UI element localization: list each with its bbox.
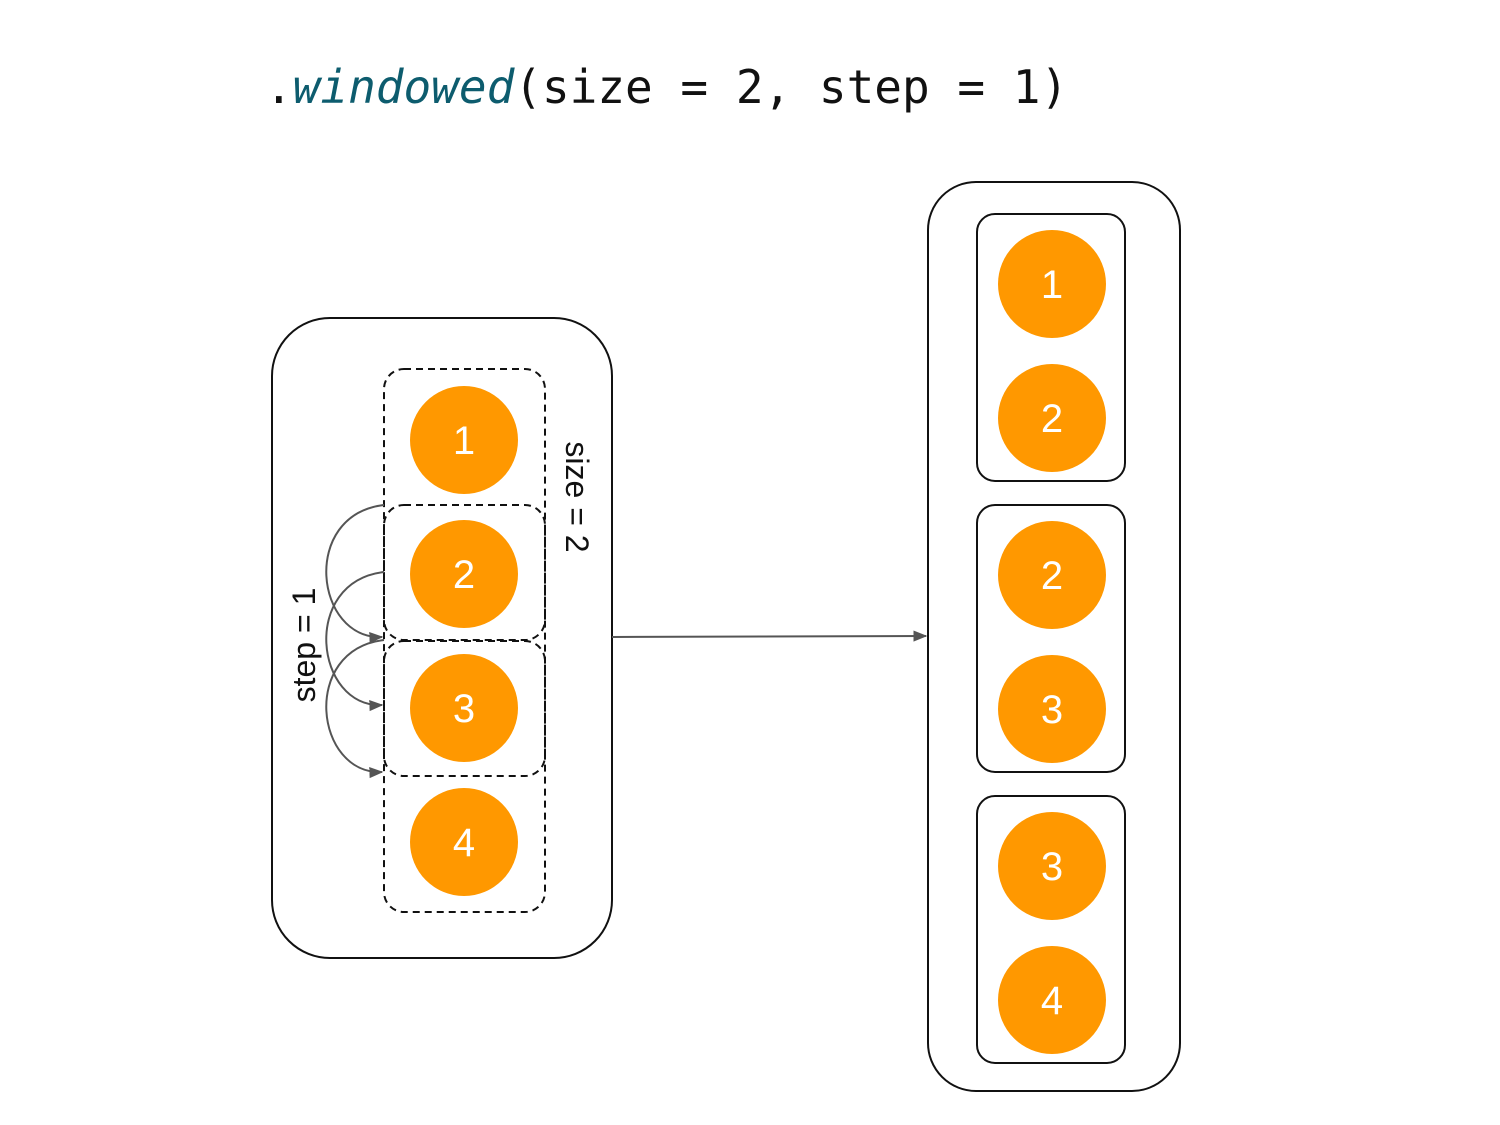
input-item-3: 3 <box>410 654 518 762</box>
code-title: .windowed(size = 2, step = 1) <box>265 60 1068 114</box>
input-item-1-label: 1 <box>453 419 475 463</box>
output-window-1-item-1-label: 1 <box>1041 263 1063 307</box>
title-function: windowed <box>293 60 516 114</box>
input-item-2: 2 <box>410 520 518 628</box>
transform-arrow <box>611 630 928 642</box>
step-arc-1 <box>325 504 385 644</box>
output-window-3-item-1: 3 <box>998 812 1106 920</box>
title-args: (size = 2, step = 1) <box>514 60 1068 114</box>
output-collection <box>927 181 1181 1092</box>
output-window-2-item-1-circle <box>998 521 1106 629</box>
output-window-3-item-1-circle <box>998 812 1106 920</box>
output-window-3-item-1-label: 3 <box>1041 845 1063 889</box>
input-item-4: 4 <box>410 788 518 896</box>
output-window-2-item-2: 3 <box>998 655 1106 763</box>
step-label: step = 1 <box>286 588 322 703</box>
input-item-2-circle <box>410 520 518 628</box>
input-item-3-circle <box>410 654 518 762</box>
input-item-3-label: 3 <box>453 687 475 731</box>
output-window-2-item-2-circle <box>998 655 1106 763</box>
step-arc-2 <box>325 571 385 712</box>
input-item-1-circle <box>410 386 518 494</box>
output-window-3-item-2: 4 <box>998 946 1106 1054</box>
output-window-3 <box>976 795 1126 1064</box>
output-window-1-item-2: 2 <box>998 364 1106 472</box>
output-window-1-item-1: 1 <box>998 230 1106 338</box>
step-arc-3 <box>325 639 385 779</box>
input-item-1: 1 <box>410 386 518 494</box>
size-label: size = 2 <box>559 441 595 552</box>
input-collection <box>271 317 613 959</box>
output-window-2-item-2-label: 3 <box>1041 688 1063 732</box>
output-window-3-item-2-circle <box>998 946 1106 1054</box>
input-item-4-circle <box>410 788 518 896</box>
input-item-2-label: 2 <box>453 553 475 597</box>
output-window-1-item-2-label: 2 <box>1041 397 1063 441</box>
input-items: 1 2 3 4 <box>410 386 518 896</box>
output-window-1-item-2-circle <box>998 364 1106 472</box>
window-outline-full <box>383 368 546 913</box>
input-item-4-label: 4 <box>453 821 475 865</box>
title-prefix: . <box>265 60 293 114</box>
output-window-2-item-1-label: 2 <box>1041 554 1063 598</box>
output-window-2 <box>976 504 1126 773</box>
output-window-1 <box>976 213 1126 482</box>
output-window-1-item-1-circle <box>998 230 1106 338</box>
window-outline-third <box>383 640 546 777</box>
output-window-2-item-1: 2 <box>998 521 1106 629</box>
output-window-3-item-2-label: 4 <box>1041 979 1063 1023</box>
output-windows: 1 2 2 3 3 4 <box>976 213 1126 1064</box>
